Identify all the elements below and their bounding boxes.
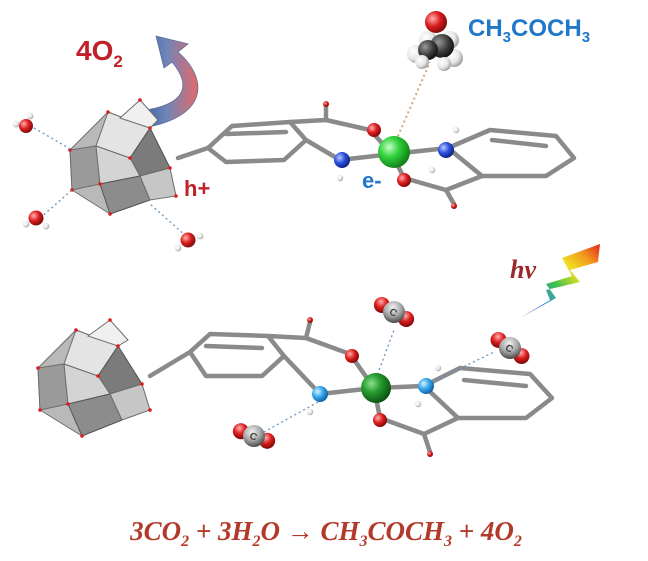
svg-text:C: C (387, 307, 399, 320)
co2-molecule: C (490, 331, 530, 365)
polyoxometalate-cluster-bottom (36, 318, 152, 438)
co2-molecule: C (232, 423, 276, 449)
metal-center-top (378, 136, 410, 168)
co2-interaction-lines (263, 329, 495, 433)
metal-center-bottom (361, 373, 391, 403)
light-label: hv (510, 255, 536, 284)
acetone-molecule (407, 11, 463, 71)
acetone-label: CH3COCH3 (468, 15, 590, 46)
ligand-atoms-top (323, 101, 460, 209)
polyoxometalate-cluster-top (68, 98, 178, 216)
light-bolt-icon (520, 244, 600, 318)
electron-label: e- (362, 168, 382, 193)
ligand-atoms-bottom (306, 317, 442, 457)
release-arrow (127, 35, 199, 131)
water-molecule (22, 210, 50, 230)
hbond-lines-top (33, 127, 187, 237)
svg-text:C: C (248, 431, 259, 444)
hole-label: h+ (184, 176, 210, 201)
acetone-coordination (391, 61, 431, 151)
reaction-equation: 3CO2 + 3H2O → CH3COCH3 + 4O2 (129, 516, 522, 550)
water-molecule (12, 112, 34, 133)
co2-molecule: C (373, 297, 415, 327)
o2-label: 4O2 (76, 35, 123, 71)
water-molecule (174, 232, 204, 252)
